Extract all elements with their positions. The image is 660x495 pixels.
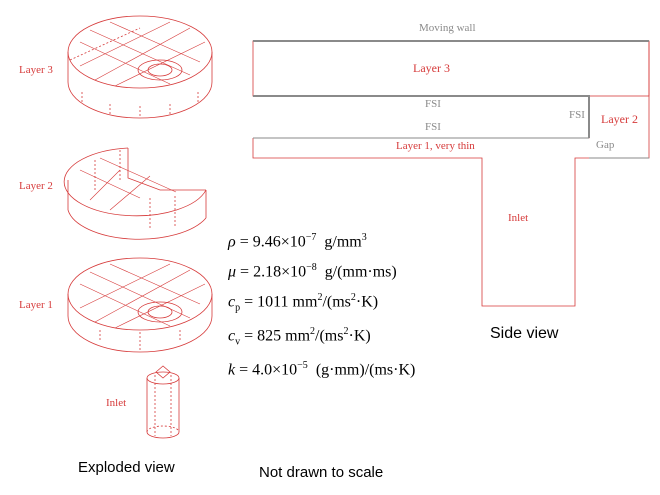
moving-wall-label: Moving wall (419, 22, 476, 34)
exploded-view-caption: Exploded view (78, 459, 175, 476)
fsi-bottom-label: FSI (425, 121, 441, 133)
conductivity-equation: k = 4.0×10−5 (g·mm)/(ms·K) (228, 360, 416, 379)
fsi-top-label: FSI (425, 98, 441, 110)
fsi-boundary (253, 95, 590, 138)
side-inlet-label: Inlet (508, 212, 529, 224)
side-layer2-label: Layer 2 (601, 112, 638, 126)
layer1-label: Layer 1 (19, 299, 53, 311)
density-equation: ρ = 9.46×10−7 g/mm3 (228, 232, 367, 251)
fsi-right-label: FSI (569, 109, 585, 121)
cp-equation: cp = 1011 mm2/(ms2·K) (228, 292, 379, 314)
viscosity-equation: μ = 2.18×10−8 g/(mm·ms) (228, 262, 397, 281)
cv-equation: cv = 825 mm2/(ms2·K) (228, 326, 371, 348)
inlet-cylinder (146, 365, 180, 439)
layer2-label: Layer 2 (19, 180, 53, 192)
layer1-disk (67, 257, 213, 353)
inlet-label: Inlet (106, 397, 127, 409)
layer3-label: Layer 3 (19, 64, 53, 76)
layer2-disk (63, 147, 207, 240)
side-view-caption: Side view (490, 325, 559, 342)
side-layer1-label: Layer 1, very thin (396, 140, 475, 152)
side-layer3-label: Layer 3 (413, 61, 450, 75)
layer3-disk (67, 15, 213, 119)
scale-note: Not drawn to scale (259, 464, 384, 481)
gap-label: Gap (596, 139, 615, 151)
